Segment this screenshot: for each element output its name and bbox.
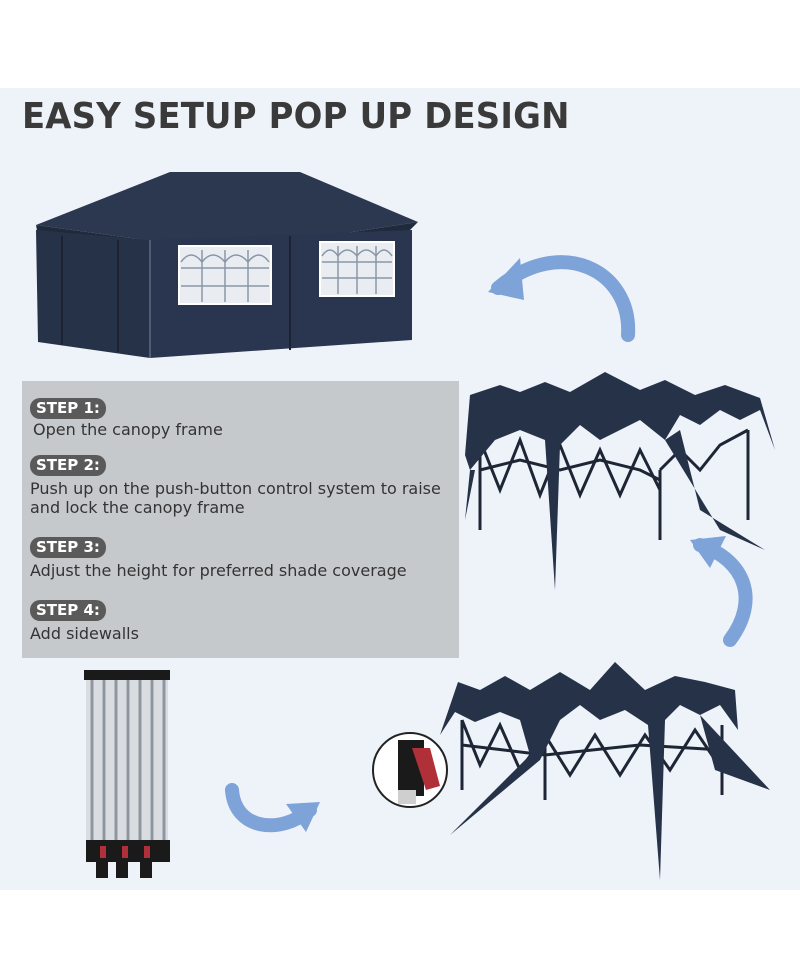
folded-frame-image	[84, 670, 170, 878]
step-3-badge: STEP 3:	[30, 537, 106, 558]
arrow-top-head-icon	[488, 258, 524, 300]
push-button-detail-image	[372, 732, 448, 808]
assembled-tent-image	[36, 172, 418, 358]
window-left	[178, 245, 272, 305]
window-right	[319, 241, 395, 297]
step-4-text: Add sidewalls	[30, 624, 139, 643]
arrow-top-icon	[491, 255, 636, 342]
step-1-badge: STEP 1:	[30, 398, 106, 419]
step-2-badge: STEP 2:	[30, 455, 106, 476]
arrow-bottom-head-icon	[286, 802, 320, 832]
step-3-text: Adjust the height for preferred shade co…	[30, 561, 407, 580]
step-1-text: Open the canopy frame	[33, 420, 223, 439]
raised-frame-image	[465, 372, 775, 590]
step-4-badge: STEP 4:	[30, 600, 106, 621]
arrow-middle-head-icon	[690, 536, 726, 568]
opening-frame-image	[440, 662, 770, 880]
step-2-text: Push up on the push-button control syste…	[30, 479, 441, 517]
page-title: EASY SETUP POP UP DESIGN	[22, 96, 570, 137]
